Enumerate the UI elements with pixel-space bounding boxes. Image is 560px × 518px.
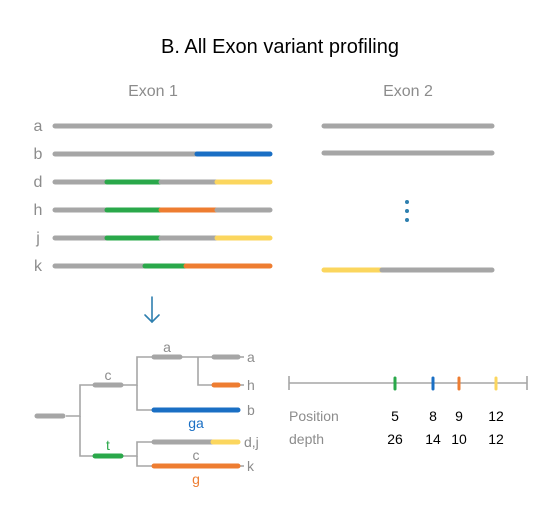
- depth-value: 26: [387, 431, 403, 447]
- figure-title: B. All Exon variant profiling: [161, 36, 399, 58]
- row-label-a: a: [34, 118, 43, 135]
- tree-branch-t-upper: [123, 441, 152, 457]
- row-label-k: k: [34, 258, 43, 275]
- tree-branch-root-upper: [66, 384, 93, 417]
- tree-leaf-label-dj: d,j: [244, 434, 259, 450]
- variant-tree: c a t ga c g a h b d,j k: [34, 339, 259, 487]
- position-value: 9: [455, 408, 463, 424]
- tree-label-a-node: a: [163, 339, 171, 355]
- exon1-header: Exon 1: [128, 83, 178, 100]
- position-value: 5: [391, 408, 399, 424]
- tree-branch-root-lower: [79, 416, 93, 457]
- position-row-label: Position: [289, 408, 339, 424]
- position-track: Position depth 5 8 9 12 26 14 10 12: [288, 376, 528, 447]
- position-value: 12: [488, 408, 504, 424]
- exon2-header: Exon 2: [383, 83, 433, 100]
- tree-leaf-label-h: h: [247, 377, 255, 393]
- depth-value: 14: [425, 431, 441, 447]
- tree-branch-c-upper: [123, 356, 152, 386]
- position-value: 8: [429, 408, 437, 424]
- tree-branch-a-lower: [197, 357, 212, 386]
- tree-label-c-bottom: c: [193, 447, 200, 463]
- depth-row-label: depth: [289, 431, 324, 447]
- tree-leaf-label-b: b: [247, 402, 255, 418]
- tree-label-ga: ga: [188, 415, 204, 431]
- tree-leaf-label-a: a: [247, 349, 255, 365]
- tree-leaf-label-k: k: [247, 458, 255, 474]
- row-label-j: j: [35, 230, 40, 247]
- tree-label-t: t: [106, 437, 110, 453]
- tree-label-g: g: [192, 471, 200, 487]
- depth-value: 10: [451, 431, 467, 447]
- depth-value: 12: [488, 431, 504, 447]
- tree-branch-c-lower: [136, 385, 152, 411]
- row-label-h: h: [34, 202, 43, 219]
- row-label-d: d: [34, 174, 43, 191]
- row-label-b: b: [34, 146, 43, 163]
- vertical-ellipsis-icon: [405, 200, 409, 222]
- down-arrow-icon: [144, 296, 160, 324]
- tree-label-c-top: c: [105, 367, 112, 383]
- tree-branch-t-lower: [136, 456, 152, 467]
